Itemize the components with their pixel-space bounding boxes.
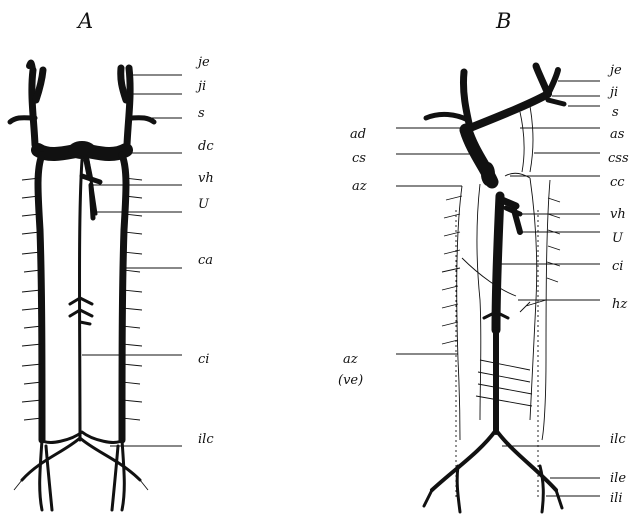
label-dc: dc [198,139,214,154]
panel-b-labels: ad cs az az (ve) je ji s as css cc vh U … [338,63,629,506]
label-b-ji: ji [607,85,618,100]
panel-a-letter: A [76,9,93,33]
label-s: s [198,106,205,121]
label-b-u: U [612,231,624,246]
panel-b-central-vein [484,196,520,432]
label-as: as [610,127,625,142]
label-ile: ile [610,471,626,486]
label-b-je: je [607,63,622,78]
label-cc: cc [610,175,625,190]
label-vh: vh [198,171,214,186]
panel-a-iliac-veins [14,432,148,510]
panel-b-jugular-veins [426,66,564,186]
label-ci: ci [198,352,209,367]
panel-b: B [338,9,629,512]
panel-b-letter: B [495,9,511,33]
label-b-s: s [612,105,619,120]
label-az-lower: az [343,352,358,367]
panel-a-leader-lines [82,75,182,446]
label-css: css [608,151,629,166]
label-b-ci: ci [612,259,623,274]
label-ili: ili [610,491,622,506]
label-hz: hz [612,297,627,312]
panel-a-labels: je ji s dc vh U ca ci ilc [195,55,214,447]
label-az: az [352,179,367,194]
label-ad: ad [350,127,366,142]
label-ji: ji [195,79,206,94]
label-b-vh: vh [610,207,626,222]
panel-a: A [10,9,214,510]
panel-b-left-leaders [396,128,482,354]
label-ve: (ve) [338,373,363,388]
label-b-ilc: ilc [610,432,626,447]
label-ca: ca [198,253,213,268]
label-u: U [198,197,210,212]
label-ilc: ilc [198,432,214,447]
label-je: je [195,55,210,70]
label-cs: cs [352,151,366,166]
panel-a-cardinal-veins [38,155,126,440]
panel-b-right-leaders [500,81,600,496]
